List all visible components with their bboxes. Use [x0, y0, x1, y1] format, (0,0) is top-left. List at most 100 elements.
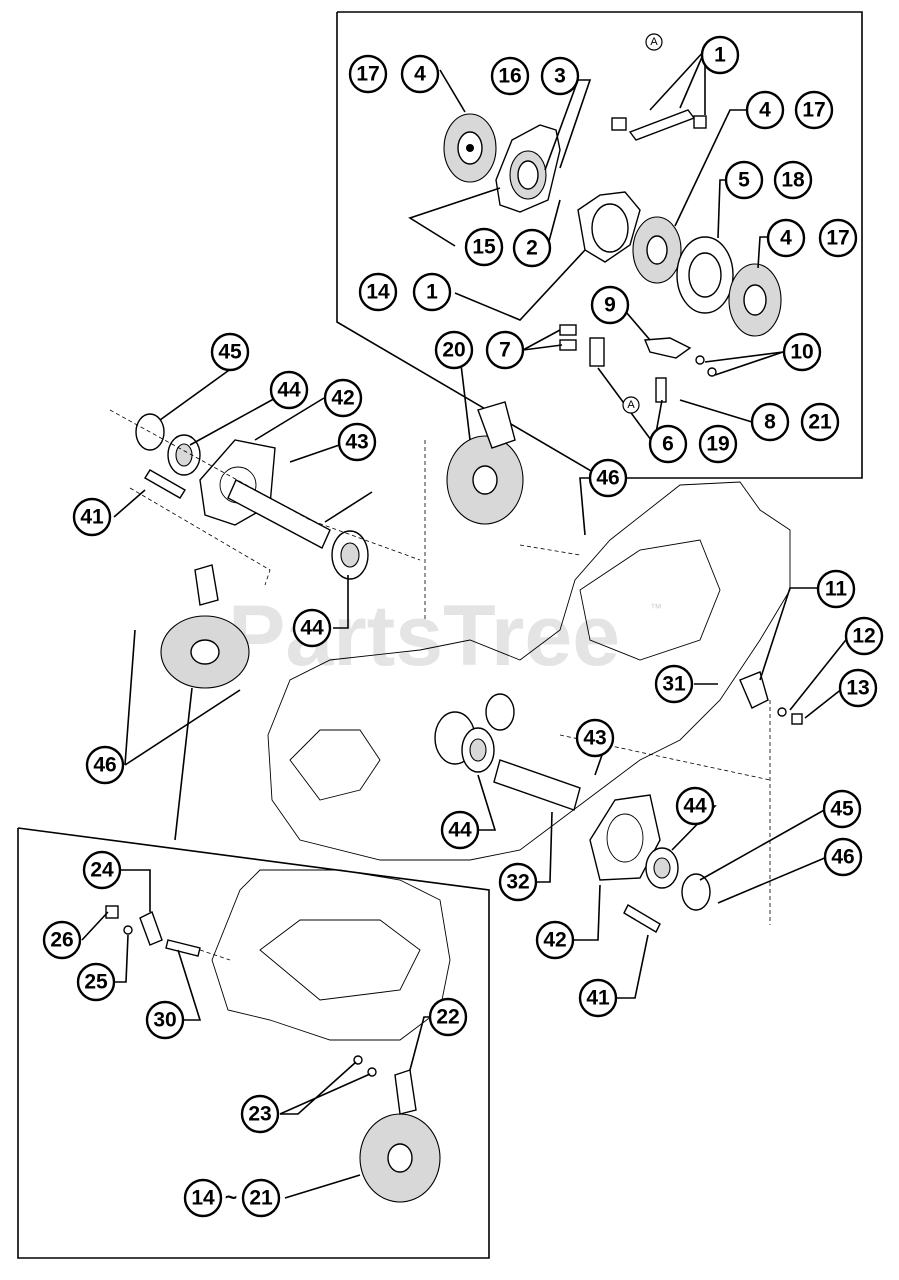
bolts-7 — [559, 324, 577, 351]
svg-text:23: 23 — [248, 1103, 271, 1126]
shaft-40 — [227, 479, 331, 549]
svg-text:14: 14 — [191, 1187, 215, 1210]
brake-actuator-plate — [577, 191, 641, 263]
transaxle-housing — [267, 481, 791, 861]
shaft-32 — [493, 759, 581, 811]
callout-21: 21 — [800, 402, 840, 442]
svg-text:45: 45 — [218, 341, 242, 364]
svg-text:1: 1 — [714, 44, 726, 67]
washer-25 — [123, 925, 133, 935]
svg-text:17: 17 — [802, 99, 825, 122]
svg-text:45: 45 — [830, 798, 854, 821]
pin-41-left — [144, 469, 186, 499]
callout-44: 44 — [440, 810, 480, 850]
svg-text:1: 1 — [426, 281, 438, 304]
svg-text:42: 42 — [331, 387, 354, 410]
callout-41: 41 — [578, 978, 618, 1018]
svg-text:46: 46 — [596, 467, 619, 490]
svg-text:19: 19 — [706, 433, 729, 456]
callout-14: 14 — [358, 272, 398, 312]
callout-30: 30 — [145, 1000, 185, 1040]
svg-text:44: 44 — [683, 795, 707, 818]
svg-text:25: 25 — [84, 971, 108, 994]
svg-text:44: 44 — [277, 379, 301, 402]
leader-lines — [81, 49, 850, 1199]
svg-text:9: 9 — [604, 294, 616, 317]
callout-44: 44 — [292, 608, 332, 648]
assembly-guide-lines — [109, 409, 771, 961]
svg-text:A: A — [650, 36, 658, 48]
nut-26 — [105, 905, 119, 919]
lever-24 — [139, 911, 163, 946]
svg-text:21: 21 — [808, 411, 832, 434]
svg-text:6: 6 — [662, 433, 674, 456]
svg-text:17: 17 — [826, 227, 849, 250]
svg-text:7: 7 — [499, 339, 511, 362]
bracket-11 — [739, 671, 769, 709]
callout-9: 9 — [590, 285, 630, 325]
callout-22: 22 — [428, 997, 468, 1037]
pin-41-right — [623, 904, 661, 933]
callout-24: 24 — [82, 850, 122, 890]
svg-text:5: 5 — [738, 169, 750, 192]
brake-arm-9 — [643, 337, 717, 377]
brake-disc-upper-left — [443, 113, 497, 183]
brake-assembly-20 — [446, 401, 524, 525]
svg-text:16: 16 — [498, 65, 521, 88]
callout-46: 46 — [823, 837, 863, 877]
svg-text:43: 43 — [583, 727, 606, 750]
callout-13: 13 — [838, 668, 878, 708]
bearing-44-center — [461, 727, 495, 773]
callout-12: 12 — [844, 616, 884, 656]
shaft-30 — [165, 939, 201, 957]
svg-text:24: 24 — [90, 859, 114, 882]
callout-7: 7 — [485, 330, 525, 370]
svg-text:11: 11 — [825, 578, 848, 601]
bearing-44-left — [167, 434, 201, 476]
callout-46: 46 — [588, 458, 628, 498]
bearing-44-mid — [331, 530, 369, 580]
callout-17: 17 — [348, 54, 388, 94]
upper-detail-frame — [336, 11, 863, 479]
svg-text:31: 31 — [662, 673, 686, 696]
callout-31: 31 — [654, 664, 694, 704]
callout-23: 23 — [240, 1094, 280, 1134]
transaxle-case-lower — [211, 869, 451, 1041]
svg-text:26: 26 — [50, 929, 73, 952]
callout-19: 19 — [698, 424, 738, 464]
callout-32: 32 — [498, 862, 538, 902]
callout-41: 41 — [72, 497, 112, 537]
svg-text:12: 12 — [852, 625, 875, 648]
brake-plate-5 — [676, 236, 734, 314]
callout-4: 4 — [400, 54, 440, 94]
callout-26: 26 — [42, 920, 82, 960]
callout-6: 6 — [648, 424, 688, 464]
reference-mark-a-bottom: A — [622, 396, 640, 414]
snap-ring-45-right — [681, 873, 711, 911]
brake-lever-1 — [611, 109, 707, 141]
svg-text:43: 43 — [345, 431, 368, 454]
callout-3: 3 — [540, 56, 580, 96]
brake-assembly-left — [160, 564, 250, 689]
callout-45: 45 — [210, 332, 250, 372]
callout-10: 10 — [782, 332, 822, 372]
o-rings-23 — [353, 1055, 377, 1077]
svg-text:18: 18 — [781, 169, 805, 192]
brake-assembly-lower — [359, 1069, 441, 1203]
svg-text:8: 8 — [764, 411, 776, 434]
callout-18: 18 — [773, 160, 813, 200]
reference-mark-a-top: A — [645, 33, 663, 51]
callout-1: 1 — [700, 35, 740, 75]
callout-20: 20 — [434, 330, 474, 370]
callout-8: 8 — [750, 402, 790, 442]
callout-14~21: 14~21 — [183, 1178, 281, 1218]
svg-text:4: 4 — [414, 63, 426, 86]
callout-45: 45 — [822, 789, 862, 829]
svg-text:A: A — [627, 399, 635, 411]
lower-detail-frame — [17, 827, 490, 1259]
callout-16: 16 — [490, 56, 530, 96]
watermark-trademark: ™ — [650, 601, 662, 615]
svg-text:~: ~ — [225, 1187, 237, 1210]
brake-cam-plate — [495, 124, 561, 213]
